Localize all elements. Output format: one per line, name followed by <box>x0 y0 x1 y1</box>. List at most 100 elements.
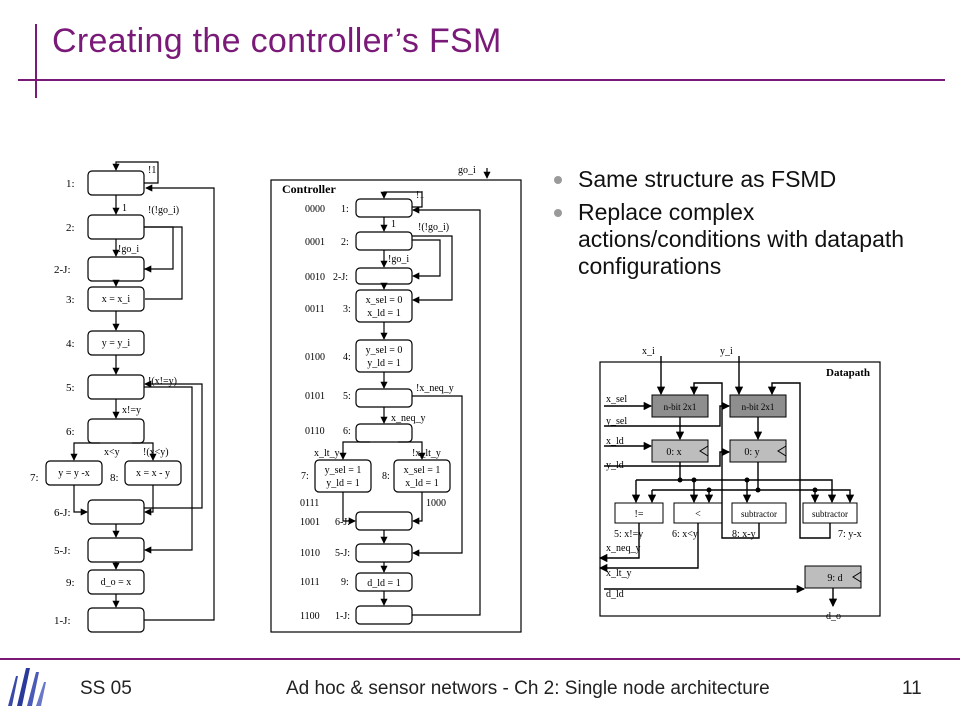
datapath-output: d_o <box>826 611 841 622</box>
ctrl-action: y_sel = 0 <box>366 345 403 356</box>
fsmd-action: x = x - y <box>136 468 170 479</box>
fsmd-label: 8: <box>110 472 119 484</box>
ctrl-label: 8: <box>382 471 390 482</box>
unit-caption: 5: x!=y <box>614 529 643 540</box>
ctrl-label: 3: <box>343 304 351 315</box>
ctrl-state-1 <box>355 198 413 218</box>
ctrl-state-5j <box>355 543 413 563</box>
fsmd-diagram: 1: 2: 2-J: 3: 4: 5: 6: 7: 8: 6-J: 5-J: 9… <box>30 161 215 633</box>
signal-label: x_ld <box>606 436 624 447</box>
fsmd-condition: !(x!=y) <box>148 376 177 387</box>
ctrl-code: 0000 <box>305 204 325 215</box>
ctrl-condition: !x_lt_y <box>412 448 441 459</box>
ctrl-condition: x_lt_y <box>314 448 340 459</box>
fsmd-label: 4: <box>66 338 75 350</box>
ctrl-label: 1: <box>341 204 349 215</box>
ctrl-condition: !x_neq_y <box>416 383 454 394</box>
ctrl-state-2j <box>355 267 413 285</box>
ctrl-state-1j <box>355 605 413 625</box>
fsmd-condition: x<y <box>104 447 120 458</box>
bullet-item: Replace complex actions/conditions with … <box>552 199 932 280</box>
signal-label: x_sel <box>606 394 627 405</box>
ctrl-condition: 1 <box>391 219 396 230</box>
block-label: n-bit 2x1 <box>664 402 697 412</box>
block-label: 0: y <box>744 447 759 458</box>
signal-label: x_lt_y <box>606 568 632 579</box>
block-label: != <box>635 509 644 520</box>
ctrl-action: x_sel = 1 <box>404 465 441 476</box>
ctrl-code: 0100 <box>305 352 325 363</box>
ctrl-label: 2: <box>341 237 349 248</box>
block-label: < <box>695 509 701 520</box>
block-label: 0: x <box>666 447 681 458</box>
fsmd-state-1 <box>87 170 145 196</box>
bullet-list: Same structure as FSMD Replace complex a… <box>552 166 932 286</box>
ctrl-label: 6-J: <box>335 517 350 528</box>
ctrl-code: 0111 <box>300 498 319 509</box>
slide-title: Creating the controller’s FSM <box>52 22 502 60</box>
fsmd-label: 6-J: <box>54 507 71 519</box>
ctrl-label: 6: <box>343 426 351 437</box>
ctrl-label: 1-J: <box>335 611 350 622</box>
controller-input: go_i <box>458 165 476 176</box>
ctrl-condition: !1 <box>416 190 424 201</box>
ctrl-state-2 <box>355 231 413 251</box>
fsmd-label: 5: <box>66 382 75 394</box>
ctrl-state-5 <box>355 388 413 408</box>
ctrl-action: y_ld = 1 <box>326 478 359 489</box>
ctrl-action: x_ld = 1 <box>405 478 438 489</box>
ctrl-code: 0110 <box>305 426 325 437</box>
unit-caption: 8: x-y <box>732 529 756 540</box>
ctrl-code: 1000 <box>426 498 446 509</box>
ctrl-condition: !go_i <box>388 254 409 265</box>
block-label: subtractor <box>812 509 848 519</box>
block-label: n-bit 2x1 <box>742 402 775 412</box>
university-logo <box>8 668 46 706</box>
datapath-input-y: y_i <box>720 346 733 357</box>
fsmd-state-5 <box>87 374 145 400</box>
ctrl-action: x_ld = 1 <box>367 308 400 319</box>
ctrl-action: y_sel = 1 <box>325 465 362 476</box>
ctrl-code: 0001 <box>305 237 325 248</box>
fsmd-label: 1-J: <box>54 615 71 627</box>
ctrl-code: 1010 <box>300 548 320 559</box>
fsmd-state-2 <box>87 214 145 240</box>
signal-label: d_ld <box>606 589 624 600</box>
ctrl-code: 0011 <box>305 304 325 315</box>
ctrl-state-6 <box>355 423 413 443</box>
datapath-input-x: x_i <box>642 346 655 357</box>
fsmd-label: 9: <box>66 577 75 589</box>
fsmd-condition: !go_i <box>118 244 139 255</box>
fsmd-label: 7: <box>30 472 39 484</box>
fsmd-state-6 <box>87 418 145 444</box>
controller-diagram: Controller go_i 0000 0001 0010 0011 0100… <box>270 165 522 633</box>
fsmd-label: 6: <box>66 426 75 438</box>
fsmd-state-6j <box>87 499 145 525</box>
signal-label: x_neq_y <box>606 543 640 554</box>
signal-label: y_ld <box>606 460 624 471</box>
fsmd-action: x = x_i <box>102 294 131 305</box>
ctrl-action: d_ld = 1 <box>367 578 400 589</box>
ctrl-label: 5-J: <box>335 548 350 559</box>
footer-course: SS 05 <box>80 678 132 699</box>
fsmd-condition: !(x<y) <box>143 447 169 458</box>
fsmd-label: 3: <box>66 294 75 306</box>
fsmd-state-1j <box>87 607 145 633</box>
fsmd-action: y = y -x <box>58 468 89 479</box>
ctrl-code: 1001 <box>300 517 320 528</box>
unit-caption: 7: y-x <box>838 529 862 540</box>
ctrl-label: 7: <box>301 471 309 482</box>
fsmd-action: d_o = x <box>101 577 132 588</box>
block-label: 9: d <box>827 573 842 584</box>
footer-chapter: Ad hoc & sensor networs - Ch 2: Single n… <box>286 678 770 699</box>
ctrl-code: 0010 <box>305 272 325 283</box>
fsmd-label: 5-J: <box>54 545 71 557</box>
ctrl-code: 1100 <box>300 611 320 622</box>
fsmd-label: 2: <box>66 222 75 234</box>
ctrl-state-6j <box>355 511 413 531</box>
fsmd-condition: x!=y <box>122 405 141 416</box>
ctrl-action: x_sel = 0 <box>366 295 403 306</box>
datapath-title: Datapath <box>826 367 870 379</box>
